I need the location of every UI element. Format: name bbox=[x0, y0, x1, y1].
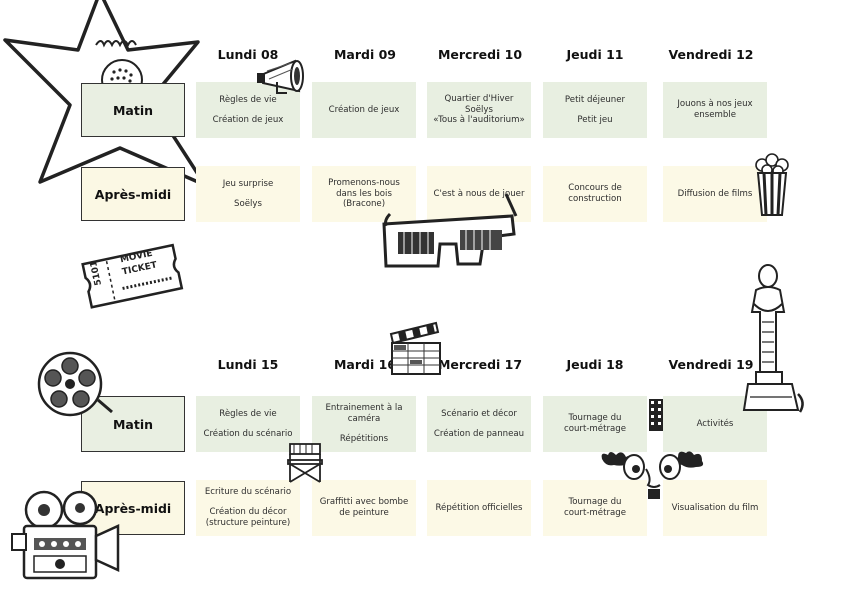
schedule-cell: Tournage du court-métrage bbox=[543, 396, 647, 452]
cell-line: Tournage du bbox=[568, 497, 622, 508]
schedule-cell: Ecriture du scénario Création du décor (… bbox=[196, 480, 300, 536]
cell-line: Création de jeux bbox=[212, 114, 284, 125]
cell-line: Soëlys bbox=[234, 198, 262, 209]
schedule-cell: Scénario et décor Création de panneau bbox=[427, 396, 531, 452]
cell-line: Scénario et décor bbox=[441, 408, 517, 419]
cell-line: court-métrage bbox=[563, 424, 626, 434]
schedule-cell: Jeu surprise Soëlys bbox=[196, 166, 300, 222]
schedule-cell: Règles de vie Création de jeux bbox=[196, 82, 300, 138]
cell-line: Graffitti avec bombe bbox=[319, 497, 409, 508]
cell-line: Création du décor bbox=[209, 507, 287, 518]
cell-line: Promenons-nous bbox=[328, 177, 400, 188]
day-header: Jeudi 11 bbox=[566, 47, 624, 62]
day-header: Jeudi 18 bbox=[566, 357, 624, 372]
cartoon-face-icon bbox=[601, 451, 704, 499]
cell-line: dans les bois bbox=[336, 188, 392, 199]
schedule-cell: Création de jeux bbox=[312, 82, 416, 138]
cell-line: Tournage du bbox=[568, 413, 622, 424]
schedule-cell: Quartier d'Hiver Soëlys «Tous à l'audito… bbox=[427, 82, 531, 138]
schedule-cell: Jouons à nos jeux ensemble bbox=[663, 82, 767, 138]
cell-line: «Tous à l'auditorium» bbox=[433, 115, 525, 126]
cell-line: Soëlys bbox=[465, 104, 493, 115]
cell-line: court-métrage bbox=[563, 508, 626, 518]
cell-line: Jouons à nos jeux bbox=[677, 99, 753, 110]
day-header: Mardi 16 bbox=[333, 357, 397, 372]
cell-line: (Bracone) bbox=[342, 199, 386, 210]
day-header: Mercredi 10 bbox=[437, 47, 523, 62]
cell-line: Concours de bbox=[568, 183, 622, 194]
schedule-cell: Promenons-nous dans les bois (Bracone) bbox=[312, 166, 416, 222]
cell-line: Entrainement à la bbox=[325, 403, 403, 414]
day-header: Mercredi 17 bbox=[437, 357, 523, 372]
cell-line: caméra bbox=[347, 414, 381, 425]
schedule-cell: Graffitti avec bombe de peinture bbox=[312, 480, 416, 536]
3d-glasses-icon bbox=[382, 193, 518, 268]
cell-line: construction bbox=[568, 194, 622, 204]
cell-line: de peinture bbox=[339, 508, 389, 518]
cell-line: Règles de vie bbox=[219, 408, 277, 419]
day-header: Vendredi 12 bbox=[668, 47, 754, 62]
cell-line: Création de jeux bbox=[328, 104, 400, 115]
schedule-cell: Petit déjeuner Petit jeu bbox=[543, 82, 647, 138]
day-header: Mardi 09 bbox=[333, 47, 397, 62]
cell-line: Jeu surprise bbox=[222, 178, 274, 189]
schedule-cell: Répétition officielles bbox=[427, 480, 531, 536]
cell-line: Activités bbox=[696, 418, 734, 429]
cell-line: (structure peinture) bbox=[205, 517, 291, 528]
clapperboard-icon bbox=[389, 321, 441, 375]
cell-line: Création du scénario bbox=[203, 428, 293, 439]
cell-line: Création de panneau bbox=[433, 428, 525, 439]
movie-ticket-icon: MOVIE TICKET 5101 bbox=[78, 240, 188, 310]
megaphone-icon bbox=[257, 59, 304, 94]
schedule-cell: Diffusion de films bbox=[663, 166, 767, 222]
schedule-cell: Visualisation du film bbox=[663, 480, 767, 536]
schedule-cell: Règles de vie Création du scénario bbox=[196, 396, 300, 452]
cell-line: Petit jeu bbox=[577, 114, 613, 125]
oscar-statue-icon bbox=[742, 264, 804, 413]
cell-line: Règles de vie bbox=[219, 94, 277, 105]
cell-line: Diffusion de films bbox=[677, 188, 753, 199]
cell-line: Répétitions bbox=[339, 433, 389, 444]
popcorn-icon bbox=[755, 153, 789, 216]
cell-line: Petit déjeuner bbox=[564, 94, 626, 105]
row-label-afternoon: Après-midi bbox=[81, 481, 185, 535]
cell-line: C'est à nous de jouer bbox=[433, 188, 525, 199]
row-label-afternoon: Après-midi bbox=[81, 167, 185, 221]
directors-chair-icon bbox=[287, 443, 323, 483]
day-header: Lundi 15 bbox=[217, 357, 279, 372]
cell-line: Ecriture du scénario bbox=[204, 487, 292, 498]
cell-line: ensemble bbox=[694, 110, 736, 120]
cell-line: Visualisation du film bbox=[671, 502, 759, 513]
row-label-morning: Matin bbox=[81, 83, 185, 137]
schedule-cell: Concours de construction bbox=[543, 166, 647, 222]
schedule-cell: Tournage du court-métrage bbox=[543, 480, 647, 536]
schedule-cell: Entrainement à la caméra Répétitions bbox=[312, 396, 416, 452]
day-header: Lundi 08 bbox=[217, 47, 279, 62]
movie-camera-icon bbox=[11, 490, 120, 580]
film-strip-icon bbox=[649, 399, 663, 431]
row-label-morning: Matin bbox=[81, 396, 185, 452]
film-reel-icon bbox=[37, 351, 113, 417]
day-header: Vendredi 19 bbox=[668, 357, 754, 372]
cell-line: Répétition officielles bbox=[435, 502, 523, 513]
cell-line: Quartier d'Hiver bbox=[444, 93, 514, 104]
